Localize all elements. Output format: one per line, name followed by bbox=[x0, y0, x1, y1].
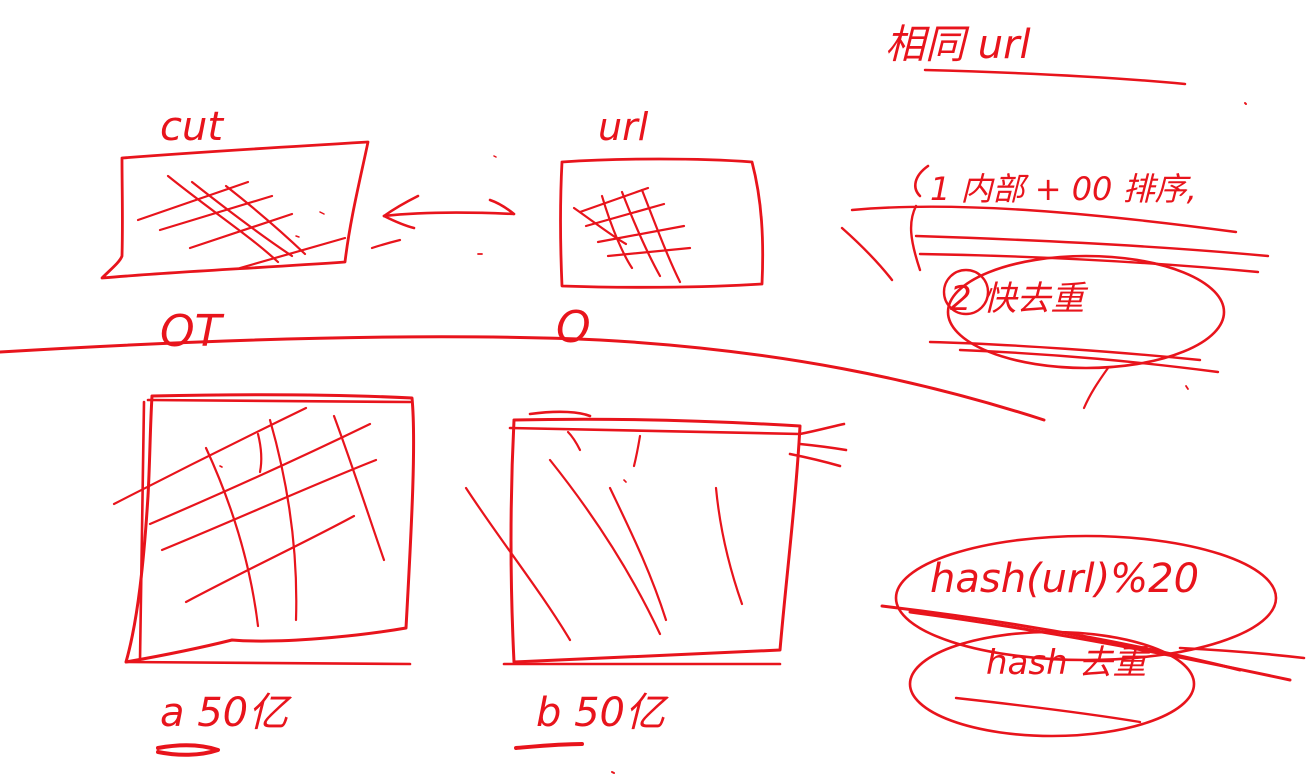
cut-box-label: cut bbox=[160, 104, 224, 150]
file-a-underline bbox=[156, 743, 220, 757]
cut-box bbox=[100, 140, 370, 280]
file-b-underline bbox=[514, 742, 584, 750]
step2-ellipse bbox=[946, 254, 1226, 370]
hash-ellipse bbox=[894, 534, 1278, 662]
divider-curve bbox=[0, 335, 1046, 422]
smallfile-label: O bbox=[556, 302, 591, 353]
step1-note-group: 1 内部 + 00 排序, bbox=[840, 164, 1270, 282]
hash-sub-note-group: hash 去重 bbox=[908, 630, 1196, 738]
file-b-box bbox=[464, 410, 848, 666]
heading-underline bbox=[923, 68, 1187, 86]
heading-note: 相同 url bbox=[885, 22, 1031, 68]
stray-dot-bottom bbox=[611, 771, 615, 774]
hash-sub-ellipse bbox=[908, 630, 1196, 738]
hash-note: hash(url)%20 bbox=[930, 556, 1199, 602]
stray-dot bbox=[1244, 102, 1247, 105]
hash-note-group: hash(url)%20 bbox=[880, 534, 1306, 682]
file-a-box bbox=[112, 393, 416, 666]
bigfile-label: OT bbox=[160, 306, 225, 357]
step1-note: 1 内部 + 00 排序, bbox=[930, 170, 1197, 208]
step2-note-group: 2 快去重 bbox=[928, 254, 1226, 410]
file-a-label: a 50亿 bbox=[160, 690, 292, 736]
url-box-label: url bbox=[598, 105, 649, 149]
hash-sub-note: hash 去重 bbox=[986, 643, 1150, 683]
step2-note: 2 快去重 bbox=[950, 279, 1088, 319]
file-b-label: b 50亿 bbox=[536, 690, 669, 736]
url-box bbox=[493, 155, 765, 289]
bidirectional-arrow bbox=[370, 194, 516, 255]
